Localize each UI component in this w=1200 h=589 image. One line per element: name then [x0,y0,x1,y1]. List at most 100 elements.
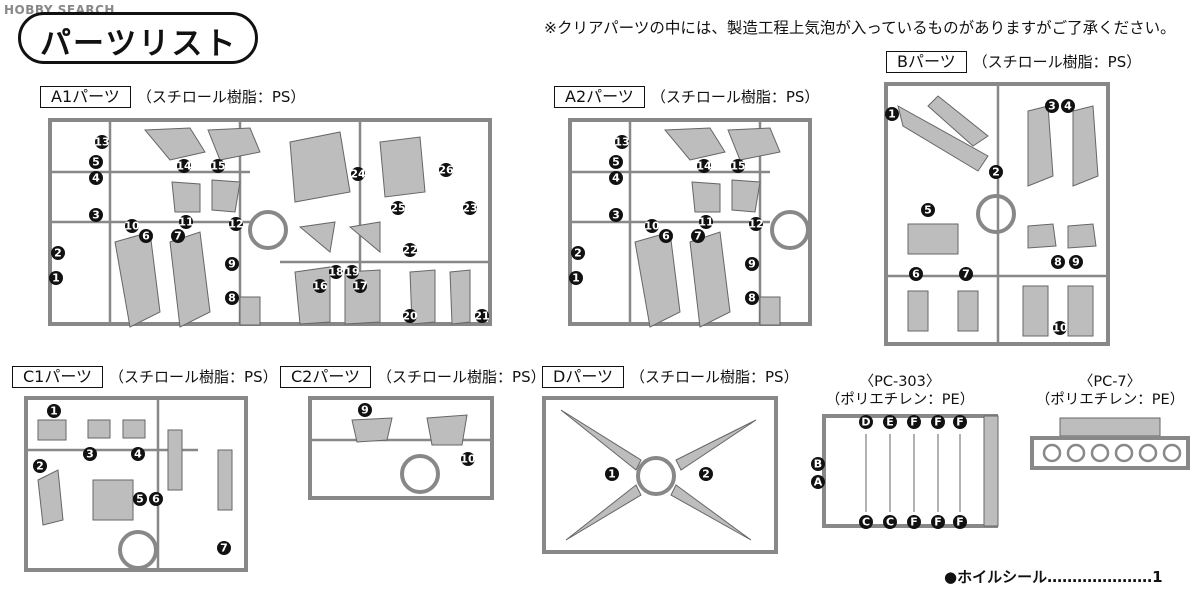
pc7-material: （ポリエチレン：PE） [1035,392,1185,408]
part-number: 3 [612,209,620,222]
part-number: 9 [228,258,236,271]
section-a2-material: （スチロール樹脂：PS） [650,88,820,106]
b-part-numbers: 1 2 3 4 5 6 7 8 9 10 [885,99,1083,335]
part-number: 8 [748,292,756,305]
runner-b: 1 2 3 4 5 6 7 8 9 10 [884,82,1110,346]
part-number: 1 [52,272,60,285]
part-number: 13 [94,136,109,149]
part-letter: F [956,416,964,429]
runner-d-frame [542,396,778,554]
part-number: 3 [86,448,94,461]
a2-part-numbers: 1 2 3 4 5 6 7 8 9 10 11 12 13 14 15 [569,135,764,305]
part-number: 5 [92,156,100,169]
pc303-letters: D E F F F B A C C F F F [811,415,967,529]
part-number: 10 [644,220,660,233]
section-a2-header: A2パーツ（スチロール樹脂：PS） [554,86,819,108]
part-letter: F [910,416,918,429]
part-number: 6 [152,493,160,506]
section-c2-label: C2パーツ [280,366,372,388]
part-letter: B [814,458,822,471]
part-number: 7 [174,230,182,243]
section-b-header: Bパーツ （スチロール樹脂：PS） [886,51,1141,73]
part-number: 12 [228,218,243,231]
section-a1-header: A1パーツ（スチロール樹脂：PS） [40,86,305,108]
runner-c1-frame [24,396,248,572]
part-number: 17 [352,280,367,293]
part-number: 8 [228,292,236,305]
part-number: 23 [462,202,477,215]
part-number: 5 [136,493,144,506]
section-c1-material: （スチロール樹脂：PS） [109,368,278,386]
page-title: パーツリスト [40,26,238,62]
part-number: 6 [662,230,670,243]
part-number: 4 [612,172,620,185]
part-letter: F [910,516,918,529]
part-number: 21 [474,310,489,323]
a1-part-numbers: 1 2 3 4 5 6 7 8 9 10 11 12 13 14 15 16 1… [49,135,490,323]
part-letter: C [886,516,894,529]
section-b-label: Bパーツ [886,51,967,73]
part-number: 25 [390,202,405,215]
section-d-label: Dパーツ [542,366,625,388]
part-letter: F [956,516,964,529]
part-number: 7 [220,542,228,555]
runner-c2: 9 10 [308,396,494,500]
pc7-label: 〈PC-7〉 [1078,374,1142,390]
part-number: 14 [176,160,192,173]
part-number: 20 [402,310,418,323]
part-number: 18 [328,266,343,279]
part-number: 7 [694,230,702,243]
section-d-header: Dパーツ （スチロール樹脂：PS） [542,366,799,388]
section-b-material: （スチロール樹脂：PS） [972,53,1142,71]
part-number: 9 [361,404,369,417]
runner-d: 1 2 [542,396,778,554]
part-number: 2 [36,460,44,473]
runner-c1: 1 2 3 4 5 6 7 [24,396,248,572]
part-number: 24 [350,168,366,181]
clear-parts-note: ※クリアパーツの中には、製造工程上気泡が入っているものがありますがご了承ください… [544,19,1176,37]
part-number: 6 [142,230,150,243]
part-number: 12 [748,218,763,231]
part-number: 15 [730,160,745,173]
part-number: 13 [614,136,629,149]
part-number: 10 [460,453,476,466]
part-number: 16 [312,280,328,293]
part-number: 8 [1054,256,1062,269]
part-number: 5 [924,204,932,217]
part-number: 7 [962,268,970,281]
runner-c2-frame [308,396,494,500]
part-number: 4 [92,172,100,185]
part-number: 1 [572,272,580,285]
part-number: 11 [178,216,193,229]
d-part-numbers: 1 2 [605,467,713,481]
part-letter: F [934,516,942,529]
runner-a2: 1 2 3 4 5 6 7 8 9 10 11 12 13 14 15 [568,118,812,328]
section-c1-header: C1パーツ （スチロール樹脂：PS） [12,366,278,388]
part-number: 4 [134,448,142,461]
section-c2-header: C2パーツ （スチロール樹脂：PS） [280,366,546,388]
part-number: 1 [50,405,58,418]
part-number: 3 [92,209,100,222]
pc303-material: （ポリエチレン：PE） [825,392,975,408]
part-number: 5 [612,156,620,169]
part-number: 1 [888,108,896,121]
pc303-label: 〈PC-303〉 [859,374,941,390]
part-number: 19 [344,266,359,279]
part-number: 10 [1052,322,1068,335]
part-number: 9 [748,258,756,271]
part-number: 26 [438,164,454,177]
c2-part-numbers: 9 10 [358,403,476,466]
runner-pc303: D E F F F B A C C F F F [811,414,999,529]
part-number: 10 [124,220,140,233]
runner-pc7 [1030,417,1190,470]
section-c1-label: C1パーツ [12,366,104,388]
part-number: 2 [54,247,62,260]
runner-a1: 1 2 3 4 5 6 7 8 9 10 11 12 13 14 15 16 1… [48,118,492,328]
section-d-material: （スチロール樹脂：PS） [630,368,799,386]
section-a1-label: A1パーツ [40,86,131,108]
part-number: 2 [574,247,582,260]
section-c2-material: （スチロール樹脂：PS） [377,368,546,386]
part-letter: E [886,416,894,429]
foil-sticker-note: ●ホイルシール…………………1 [944,568,1163,586]
part-number: 15 [210,160,225,173]
